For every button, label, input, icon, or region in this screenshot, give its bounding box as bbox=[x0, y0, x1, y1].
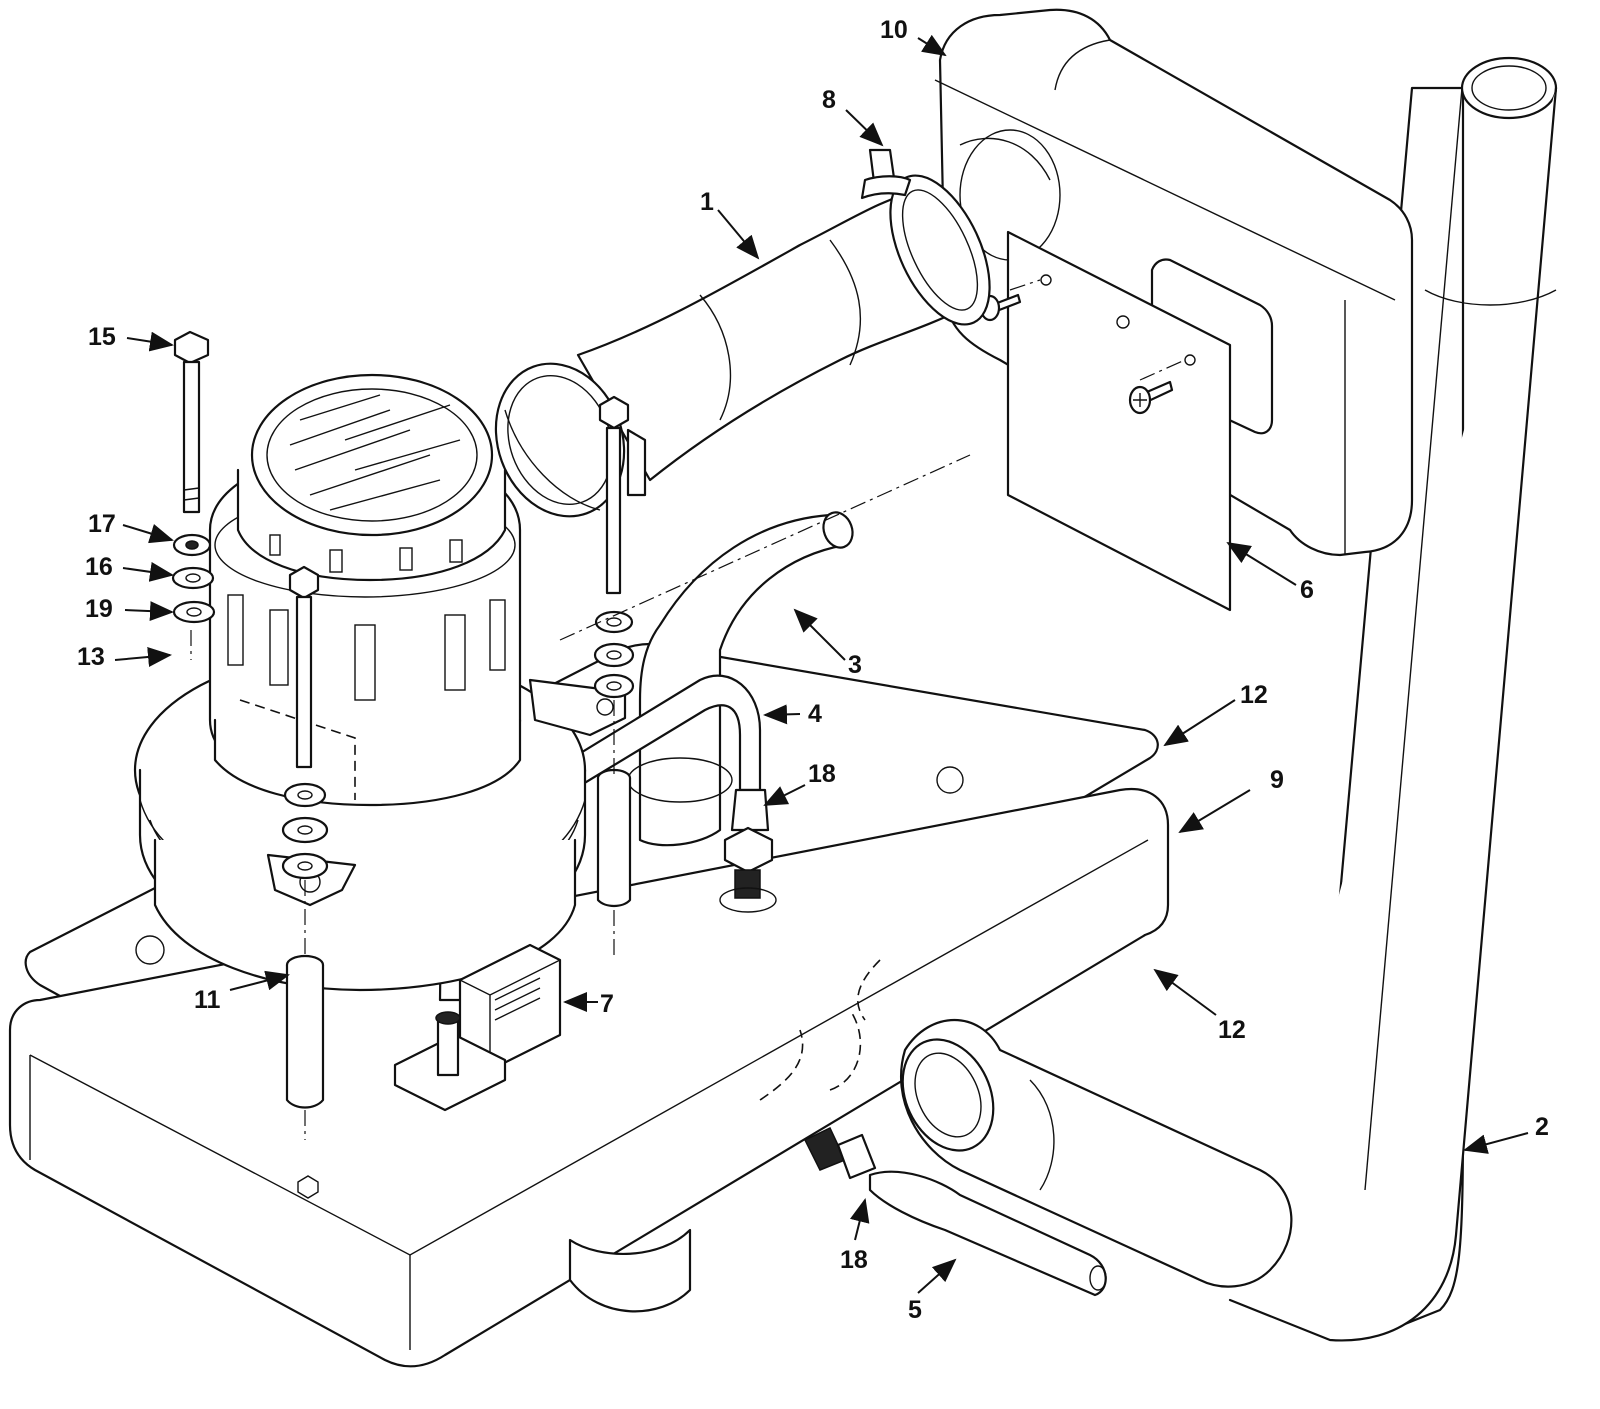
part-7-pressure-switch bbox=[393, 943, 562, 1112]
callout-19: 19 bbox=[85, 595, 113, 623]
callout-4: 4 bbox=[808, 700, 822, 728]
part-1-flex-hose bbox=[494, 148, 991, 518]
right-bolt-stack bbox=[593, 395, 647, 960]
part-3-curved-tube bbox=[627, 511, 854, 847]
part-9-muffler-tank bbox=[8, 787, 1170, 1368]
callout-17: 17 bbox=[88, 510, 116, 538]
callout-12a: 12 bbox=[1240, 681, 1268, 709]
callout-2: 2 bbox=[1535, 1113, 1549, 1141]
part-17-washer bbox=[172, 533, 212, 557]
callout-13: 13 bbox=[77, 643, 105, 671]
part-13-motor-blower bbox=[133, 373, 627, 992]
callout-10: 10 bbox=[880, 16, 908, 44]
part-16-washer bbox=[171, 566, 215, 590]
part-2-exhaust-pipe bbox=[1228, 56, 1558, 1342]
callout-16: 16 bbox=[85, 553, 113, 581]
callout-3: 3 bbox=[848, 651, 862, 679]
center-bolt-stack bbox=[281, 565, 329, 960]
callout-9: 9 bbox=[1270, 766, 1284, 794]
callout-1: 1 bbox=[700, 188, 714, 216]
part-6-gasket-plate bbox=[979, 230, 1232, 612]
callout-11: 11 bbox=[194, 986, 221, 1014]
callout-6: 6 bbox=[1300, 576, 1314, 604]
part-11-spacer bbox=[285, 954, 325, 1140]
leaders bbox=[114, 34, 1529, 1294]
callout-7: 7 bbox=[600, 990, 614, 1018]
callout-12b: 12 bbox=[1218, 1016, 1246, 1044]
part-19-washer bbox=[172, 600, 216, 624]
part-5-lower-duct bbox=[803, 1018, 1293, 1297]
part-15-bolt bbox=[173, 330, 210, 514]
callout-18a: 18 bbox=[808, 760, 836, 788]
callout-15: 15 bbox=[88, 323, 116, 351]
callout-18b: 18 bbox=[840, 1246, 868, 1274]
callout-8: 8 bbox=[822, 86, 836, 114]
callouts: 10 8 1 15 17 16 19 13 6 3 4 12 18 9 11 7… bbox=[77, 16, 1549, 1324]
callout-5: 5 bbox=[908, 1296, 922, 1324]
